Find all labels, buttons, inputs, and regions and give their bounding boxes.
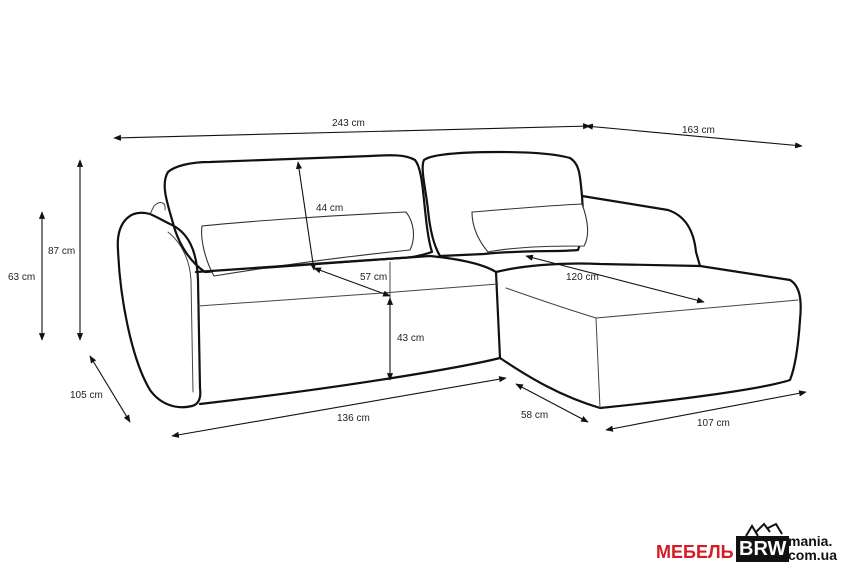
sofa-logo-icon: [745, 522, 783, 537]
logo-brand-suffix-2: com.ua: [788, 547, 838, 563]
logo-brand-suffix-1: mania.: [788, 533, 833, 549]
chaise-back: [580, 194, 702, 268]
main-seat: [194, 254, 502, 406]
dim-chaise-width: 107 cm: [697, 418, 730, 429]
dim-sleeping-length: 120 cm: [566, 272, 599, 283]
dim-total-height: 87 cm: [48, 246, 75, 257]
dim-seat-depth: 57 cm: [360, 272, 387, 283]
dim-chaise-depth: 58 cm: [521, 410, 548, 421]
dimension-labels: 243 cm 163 cm 87 cm 63 cm 105 cm 44 cm 5…: [8, 118, 730, 429]
sofa-illustration: [116, 150, 802, 410]
dim-seat-width: 136 cm: [337, 413, 370, 424]
dim-total-length: 243 cm: [332, 118, 365, 129]
left-back-cushion: [163, 154, 434, 274]
dim-depth: 105 cm: [70, 390, 103, 401]
logo-brand-box: BRW: [736, 536, 790, 562]
brand-logo: МЕБЕЛЬ BRW mania. com.ua: [656, 522, 856, 566]
left-armrest: [116, 211, 202, 409]
dim-armrest-height: 63 cm: [8, 272, 35, 283]
dim-seat-height: 43 cm: [397, 333, 424, 344]
right-pillow: [471, 203, 589, 253]
left-pillow: [201, 211, 415, 277]
dim-chaise-length: 163 cm: [682, 125, 715, 136]
logo-brand-prefix: МЕБЕЛЬ: [656, 542, 734, 562]
dimension-lines: [38, 123, 807, 438]
dim-backrest-height: 44 cm: [316, 203, 343, 214]
chaise-seat: [494, 262, 802, 410]
